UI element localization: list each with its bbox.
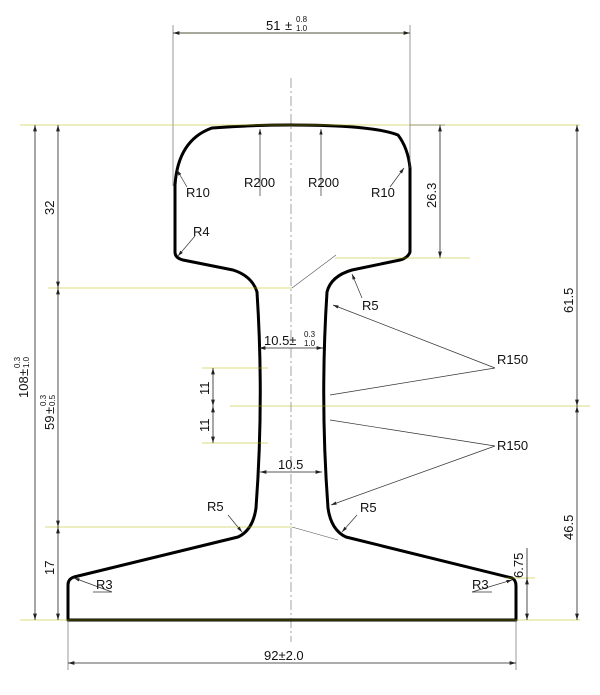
svg-text:±: ±	[285, 18, 292, 33]
head-width-tol-upper: 0.8	[296, 15, 308, 24]
r3-right-label: R3	[472, 577, 489, 592]
web-height-label: 59	[42, 416, 57, 430]
foot-depth-label: 17	[42, 561, 57, 575]
r10-right-label: R10	[371, 185, 395, 200]
svg-text:±: ±	[42, 407, 57, 414]
total-height-tol-upper: 0.3	[13, 356, 22, 368]
total-height-label: 108	[16, 376, 31, 398]
r5-upper-right-label: R5	[362, 298, 379, 313]
web-step-upper-label: 11	[197, 382, 212, 396]
svg-text:±: ±	[16, 369, 31, 376]
r4-label: R4	[193, 224, 210, 239]
total-height-tol-lower: 1.0	[22, 356, 31, 368]
r10-left-label: R10	[186, 185, 210, 200]
r150-upper-label: R150	[497, 352, 528, 367]
web-step-lower-label: 11	[197, 419, 212, 433]
foot-edge-label: 6.75	[511, 553, 526, 578]
head-width-tol-lower: 1.0	[296, 24, 308, 33]
r3-left-label: R3	[96, 577, 113, 592]
upper-height-label: 61.5	[561, 288, 576, 313]
rail-profile-outline	[66, 123, 518, 622]
head-depth-label: 32	[42, 201, 57, 215]
web-height-tol-upper: 0.3	[39, 394, 48, 406]
r150-lower-label: R150	[497, 438, 528, 453]
r5-lower-left-label: R5	[207, 499, 224, 514]
web-thickness-top-label: 10.5±	[264, 333, 296, 348]
web-height-tol-lower: 0.5	[48, 394, 57, 406]
head-width-label: 51	[266, 18, 280, 33]
web-thickness-top-tol-lower: 1.0	[304, 339, 316, 348]
r200-right-label: R200	[308, 175, 339, 190]
base-width-label: 92±2.0	[264, 648, 304, 663]
web-thickness-label: 10.5	[278, 457, 303, 472]
head-side-height-label: 26.3	[424, 183, 439, 208]
web-thickness-top-tol-upper: 0.3	[304, 330, 316, 339]
lower-height-label: 46.5	[561, 515, 576, 540]
r200-left-label: R200	[244, 175, 275, 190]
r5-lower-right-label: R5	[360, 500, 377, 515]
